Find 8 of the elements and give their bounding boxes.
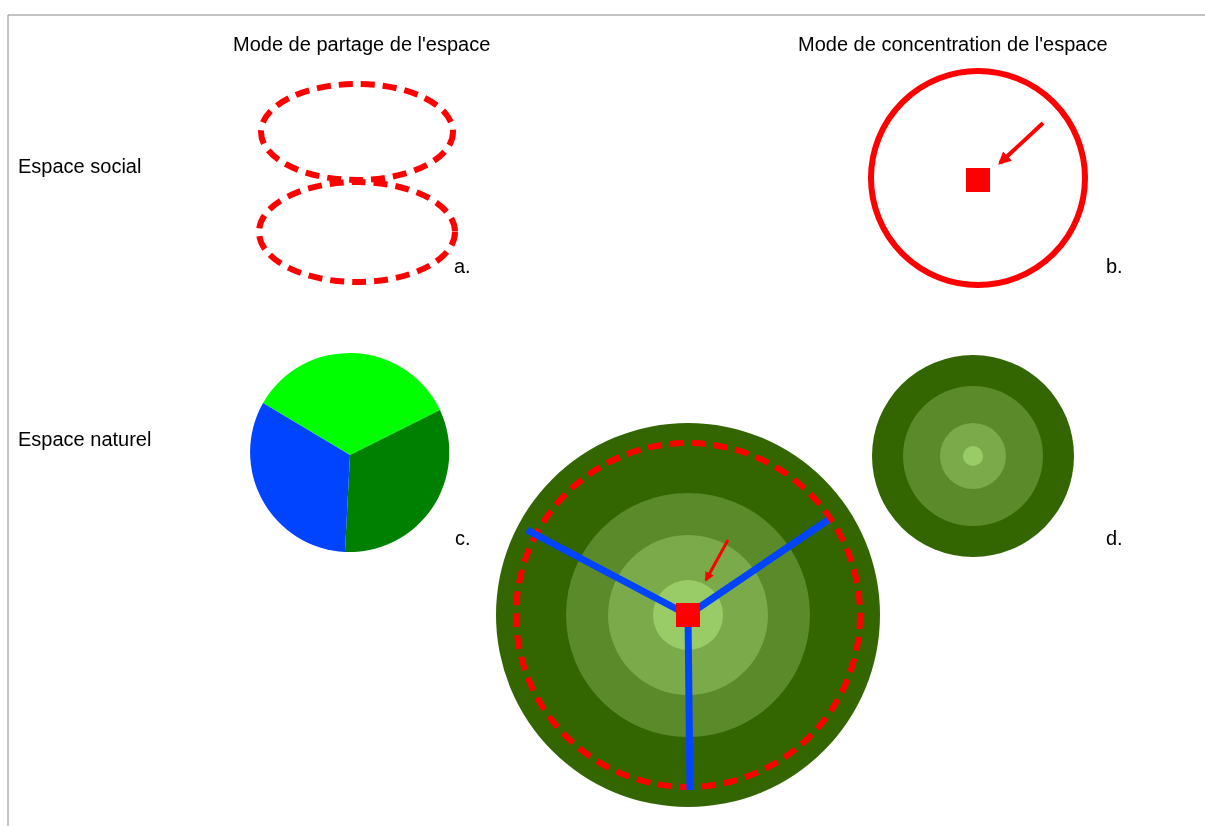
panel-letter: a. <box>454 254 471 278</box>
column-heading: Mode de partage de l'espace <box>233 32 491 56</box>
column-heading: Mode de concentration de l'espace <box>798 32 1108 56</box>
row-heading: Espace social <box>18 154 142 178</box>
panel-letter: c. <box>455 526 471 550</box>
row-heading: Espace naturel <box>18 427 152 451</box>
panel-letter: b. <box>1106 254 1123 278</box>
panel-letter: d. <box>1106 526 1123 550</box>
